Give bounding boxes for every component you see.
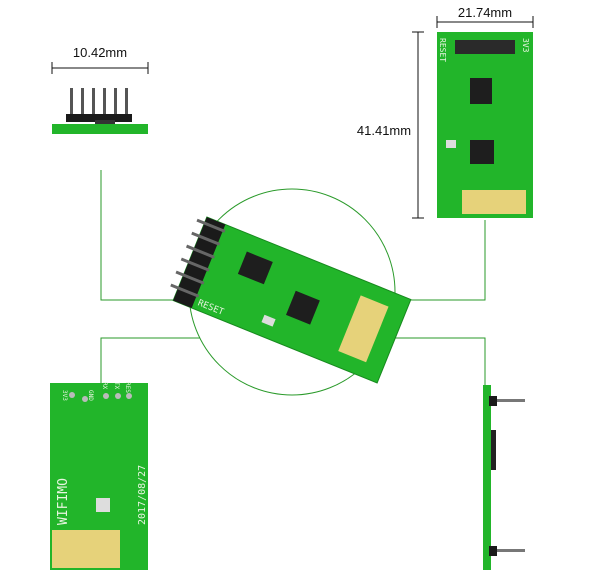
back-pin-label-res: RES: [124, 382, 131, 393]
top-view-board: 21.74mm 41.41mm RESET 3V3: [357, 5, 534, 219]
back-pin-label-tx: TX: [113, 382, 120, 390]
module-3d-view: RESET: [170, 216, 412, 384]
connector-line-top-view: [395, 220, 486, 301]
back-date-silkscreen: 2017/08/27: [137, 465, 148, 525]
board-length-dimension-label: 41.41mm: [357, 123, 411, 138]
connector-line-back-view: [100, 337, 200, 385]
back-pin-label-rx: RX: [101, 382, 108, 390]
back-view-board: 3V3 GND RX TX RES WIFIMO 2017/08/27: [50, 382, 148, 570]
back-brand-silkscreen: WIFIMO: [56, 478, 71, 525]
connector-line-side-view: [100, 170, 200, 301]
edge-view-board: [483, 385, 525, 570]
back-pin-label-3v3: 3V3: [61, 390, 68, 401]
side-view-board: 10.42mm: [51, 45, 149, 134]
board-width-dimension-label: 21.74mm: [458, 5, 512, 20]
top-view-3v3-silkscreen: 3V3: [521, 38, 530, 53]
connector-line-edge-view: [385, 337, 486, 385]
back-pin-label-gnd: GND: [87, 390, 94, 401]
pin-height-dimension-label: 10.42mm: [73, 45, 127, 60]
top-view-reset-silkscreen: RESET: [438, 38, 447, 62]
